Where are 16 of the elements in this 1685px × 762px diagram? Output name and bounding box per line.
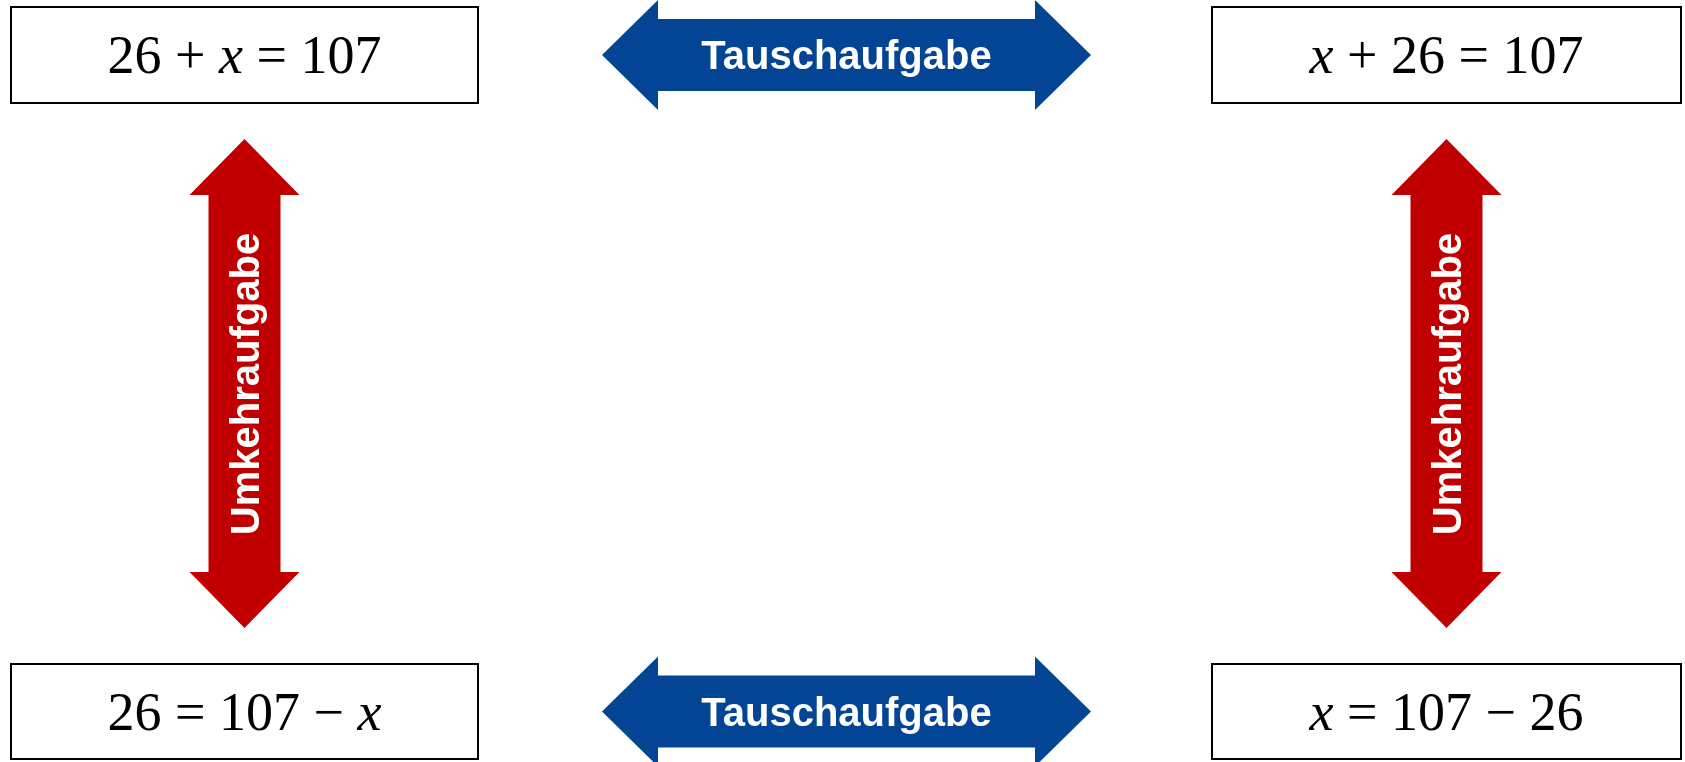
edge-label: Umkehraufgabe [224, 232, 265, 535]
equation: x = 107 − 26 [1309, 680, 1584, 743]
equation: 26 = 107 − x [107, 680, 382, 743]
double-arrow [189, 139, 300, 628]
edge-label: Umkehraufgabe [1426, 232, 1467, 535]
equation-box [10, 6, 479, 104]
double-arrow [1391, 139, 1502, 628]
double-arrow [602, 656, 1091, 762]
equation: x + 26 = 107 [1309, 24, 1584, 86]
equation-box [1211, 6, 1682, 104]
equation-box [10, 663, 479, 760]
double-arrow [602, 0, 1091, 110]
equation: 26 + x = 107 [107, 24, 382, 86]
edge-label: Tauschaufgabe [701, 691, 992, 732]
edge-label: Tauschaufgabe [701, 35, 992, 75]
equation-box [1211, 663, 1682, 760]
